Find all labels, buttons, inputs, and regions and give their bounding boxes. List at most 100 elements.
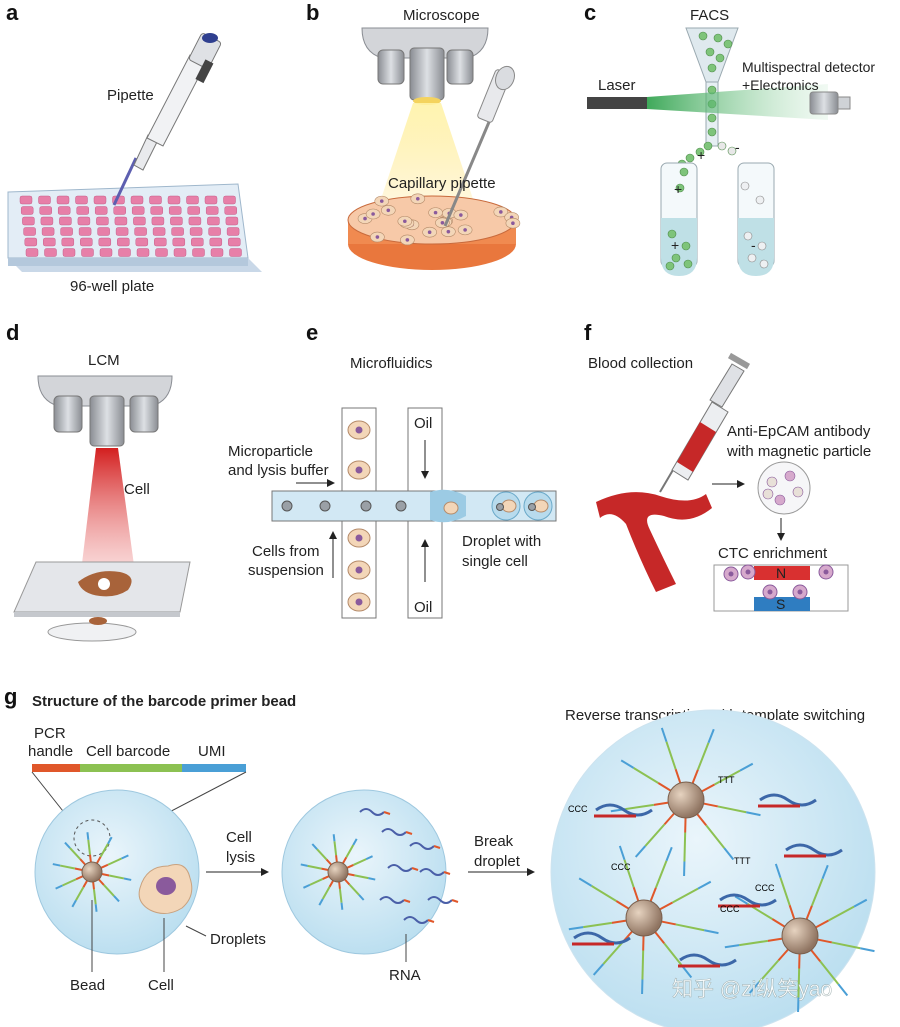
label-lysis-line2: lysis bbox=[226, 849, 255, 866]
panel-b-letter: b bbox=[306, 0, 319, 25]
primer-umi-segment bbox=[734, 895, 749, 905]
primer-barcode-segment bbox=[333, 841, 338, 856]
rna-strand bbox=[359, 808, 385, 816]
primer-umi-segment bbox=[853, 898, 868, 908]
well bbox=[114, 216, 128, 226]
panel-a-letter: a bbox=[6, 0, 19, 25]
primer-barcode-segment bbox=[354, 874, 369, 880]
sign-minus-3: - bbox=[735, 139, 740, 155]
bead-sphere bbox=[667, 781, 705, 819]
label-antibody-line2: with magnetic particle bbox=[726, 443, 871, 460]
primer-umi-segment bbox=[578, 877, 593, 887]
well bbox=[209, 237, 223, 247]
tube-cell-positive bbox=[681, 241, 691, 251]
primer-umi-segment bbox=[821, 864, 829, 880]
primer-umi-segment bbox=[707, 728, 715, 744]
primer-barcode-segment bbox=[828, 905, 855, 922]
facs-cell bbox=[727, 146, 737, 156]
primer-barcode-segment bbox=[665, 741, 677, 770]
primer-umi-segment bbox=[94, 904, 98, 912]
dish-cell-nucleus bbox=[403, 219, 407, 224]
lcm-slide bbox=[13, 561, 191, 642]
well bbox=[59, 216, 72, 226]
well bbox=[150, 206, 163, 215]
primer-pcr-segment bbox=[815, 919, 830, 929]
well bbox=[80, 237, 93, 247]
primer-pcr-segment bbox=[335, 854, 338, 863]
panel-g-letter: g bbox=[4, 684, 17, 709]
well bbox=[170, 216, 183, 226]
label-umi: UMI bbox=[198, 743, 226, 760]
bead-sphere bbox=[327, 861, 349, 883]
bead-sphere bbox=[81, 861, 103, 883]
label-pcr-line2: handle bbox=[28, 743, 73, 760]
well bbox=[152, 227, 166, 236]
well bbox=[57, 206, 71, 215]
chip-cell-nucleus bbox=[355, 566, 363, 574]
well bbox=[24, 237, 38, 247]
well bbox=[154, 237, 167, 247]
primer-barcode-segment bbox=[348, 883, 360, 896]
primer-barcode-segment bbox=[797, 968, 801, 998]
label-capillary-pipette: Capillary pipette bbox=[388, 175, 496, 192]
magnet-south: S bbox=[776, 596, 785, 612]
tube-cell-negative bbox=[747, 253, 757, 263]
well bbox=[134, 227, 147, 236]
primer-umi-segment bbox=[113, 895, 120, 903]
well bbox=[97, 227, 110, 236]
well bbox=[76, 206, 89, 215]
capillary-pipette bbox=[443, 65, 515, 227]
label-detector-line1: Multispectral detector bbox=[742, 59, 875, 75]
well bbox=[130, 195, 144, 205]
primer-pcr-segment bbox=[98, 878, 105, 886]
primer-umi-segment bbox=[592, 963, 605, 976]
primer-umi-segment bbox=[748, 981, 761, 994]
primer-pcr-segment bbox=[701, 783, 716, 793]
facs-cell bbox=[713, 33, 723, 43]
primer-umi-segment bbox=[681, 965, 693, 979]
laser bbox=[587, 84, 851, 120]
primer-umi-segment bbox=[86, 832, 90, 840]
droplet-bead bbox=[496, 503, 504, 511]
primer-barcode-segment bbox=[591, 885, 617, 902]
dish-cell-nucleus bbox=[499, 210, 503, 214]
well bbox=[78, 227, 92, 236]
primer-barcode-segment bbox=[353, 858, 367, 866]
rna-strand bbox=[409, 842, 435, 850]
primer-barcode-segment bbox=[602, 941, 624, 965]
dish-cell-nucleus bbox=[511, 221, 515, 225]
panel-e: e Microfluidics Oil Oil Microparticle an… bbox=[228, 320, 557, 619]
dish-cell-nucleus bbox=[363, 216, 367, 221]
well bbox=[62, 248, 76, 257]
label-droplet-line2: single cell bbox=[462, 553, 528, 570]
primer-umi-segment bbox=[837, 983, 849, 997]
well-plate bbox=[7, 183, 262, 272]
well bbox=[226, 227, 240, 236]
well bbox=[210, 248, 224, 257]
primer-pcr-segment bbox=[322, 875, 330, 880]
primer-barcode-segment bbox=[675, 923, 705, 932]
primer-barcode-segment bbox=[654, 860, 668, 889]
cdna-strand bbox=[679, 953, 737, 967]
primer-umi-segment bbox=[739, 762, 754, 772]
well bbox=[173, 248, 187, 257]
facs-cell bbox=[715, 53, 725, 63]
watermark: 知乎 @zi纵笑yao bbox=[672, 978, 832, 1001]
well bbox=[168, 206, 182, 215]
well bbox=[81, 248, 94, 257]
rna-polya bbox=[405, 831, 413, 835]
well bbox=[115, 227, 129, 236]
well bbox=[98, 237, 112, 247]
rt-ccc-label-2: CCC bbox=[755, 883, 775, 893]
primer-pcr-segment bbox=[663, 812, 675, 826]
primer-pcr-segment bbox=[611, 919, 627, 924]
primer-umi-segment bbox=[300, 863, 308, 867]
primer-barcode-segment bbox=[739, 939, 769, 947]
primer-pcr-segment bbox=[328, 880, 334, 888]
panel-b: b Microscope Capillary pipette bbox=[306, 0, 521, 270]
primer-umi-segment bbox=[697, 880, 712, 890]
primer-pcr-segment bbox=[771, 918, 786, 928]
label-break-line1: Break bbox=[474, 833, 514, 850]
ctc-nucleus bbox=[728, 571, 734, 577]
pipette bbox=[112, 33, 222, 206]
